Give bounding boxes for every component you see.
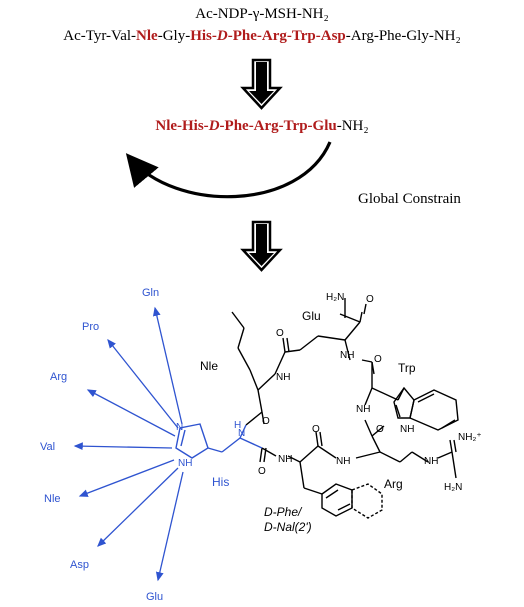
substitution-arrows [73,306,184,582]
arrow-asp-icon [97,467,179,547]
parent-peptide-title: Ac-NDP-γ-MSH-NH₂ [195,6,329,22]
cyclization-arrow-icon [125,141,332,199]
substitution-label: Asp [70,559,89,571]
substitution-label: Glu [146,591,163,603]
amide-nh-label: NH [340,350,354,361]
truncated-segment: D [208,118,220,134]
arrow-glu-icon [155,471,184,582]
amine-label: H₂N [326,292,344,303]
guanidine-nh-label: NH [424,456,438,467]
substitution-label: Pro [82,321,99,333]
dphe-residue-label: D-Phe/ [264,505,303,519]
his-nh-label: H [234,420,241,431]
nle-residue-label: Nle [200,359,218,373]
substitution-labels: Gln Pro Arg Val Nle Asp Glu [40,287,163,603]
indole-ring [393,386,459,431]
imidazole-nh-label: NH [178,458,192,469]
trp-residue-label: Trp [398,361,416,375]
substitution-label: Gln [142,287,159,299]
arrow-pro-icon [107,338,179,429]
peptide-backbone [231,298,457,495]
arrow-val-icon [73,442,173,451]
aromatic-ring [321,483,383,519]
dnal-residue-label: D-Nal(2') [264,520,312,534]
substitution-label: Val [40,441,55,453]
arg-residue-label: Arg [384,477,403,491]
his-residue-label: His [212,475,229,489]
parent-peptide-sequence: Ac-Tyr-Val-Nle-Gly-His-D-Phe-Arg-Trp-Asp… [0,28,524,45]
sequence-segment: -Arg-Phe-Gly-NH₂ [345,28,461,44]
imidazole-n-label: N [176,422,183,433]
amide-nh-label: NH [356,404,370,415]
sequence-segment: Nle [136,28,158,44]
indole-nh-label: NH [400,424,414,435]
sequence-segment: -Gly- [157,28,191,44]
truncated-segment: -NH₂ [336,118,369,134]
substitution-label: Arg [50,371,67,383]
oxygen-label: O [376,424,384,435]
down-arrow-icon [240,58,283,110]
amide-nh-label: NH [336,456,350,467]
amide-nh-label: NH [278,454,292,465]
oxygen-label: O [312,424,320,435]
arrow-gln-icon [152,306,183,425]
guanidinium-label: NH₂⁺ [458,432,482,443]
substitution-label: Nle [44,493,61,505]
his-n-label: N [238,428,245,439]
histidine-residue [175,423,263,459]
sequence-segment: D [216,28,228,44]
down-arrow-icon [240,220,283,272]
sequence-segment: -Phe-Arg-Trp-Asp [227,28,346,44]
truncated-peptide-sequence: Nle-His-D-Phe-Arg-Trp-Glu-NH₂ [0,118,524,135]
sequence-segment: Ac-Tyr-Val- [63,28,137,44]
oxygen-label: O [258,466,266,477]
amide-nh-label: NH [276,372,290,383]
truncated-segment: -Phe-Arg-Trp-Glu [219,118,337,134]
oxygen-label: O [374,354,382,365]
arrow-nle-icon [78,459,175,497]
arrow-arg-icon [86,389,176,437]
sequence-segment: His- [190,28,217,44]
amine-label: H₂N [444,482,462,493]
global-constrain-label: Global Constrain [358,191,461,207]
glu-residue-label: Glu [302,309,321,323]
truncated-segment: Nle-His- [155,118,209,134]
oxygen-label: O [262,416,270,427]
oxygen-label: O [366,294,374,305]
oxygen-label: O [276,328,284,339]
